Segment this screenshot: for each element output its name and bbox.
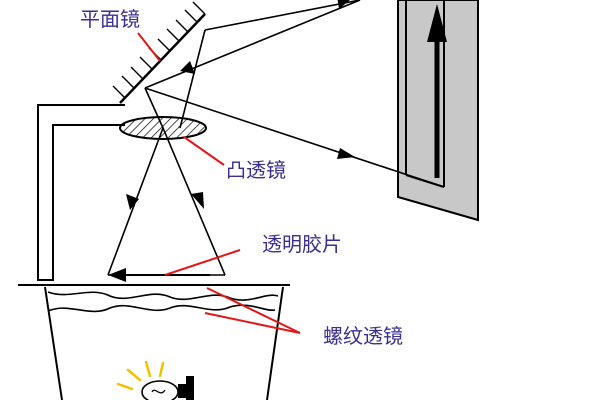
ray-arrowheads	[126, 0, 355, 210]
projected-image-arrow	[427, 4, 447, 178]
label-pointers	[137, 32, 301, 334]
projector-body	[44, 286, 284, 400]
convex-lens-label: 凸透镜	[226, 158, 286, 182]
projector-arm	[37, 104, 125, 281]
light-bulb-icon	[116, 360, 194, 400]
plane-mirror-label: 平面镜	[80, 7, 140, 31]
fresnel-lens-label: 螺纹透镜	[323, 324, 403, 348]
transparency-slide-arrow	[108, 268, 210, 282]
transparency-label: 透明胶片	[262, 232, 342, 256]
fresnel-lens-plates	[47, 291, 279, 313]
